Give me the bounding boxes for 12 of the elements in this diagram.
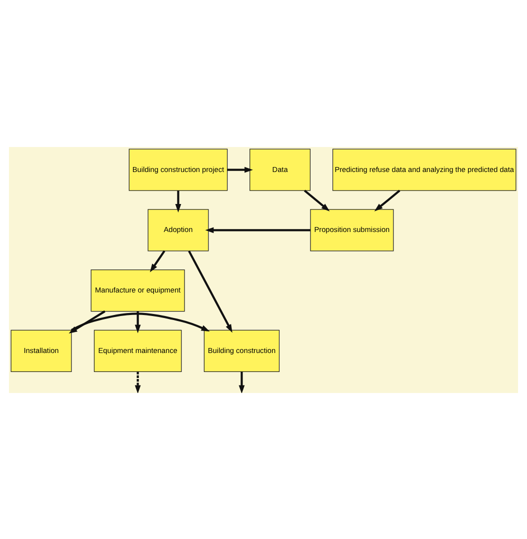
arrow	[374, 189, 400, 211]
arrow	[205, 226, 310, 233]
arrow	[70, 312, 210, 331]
arrow	[175, 190, 182, 212]
arrow	[227, 166, 253, 172]
arrow	[68, 310, 106, 333]
arrow	[134, 371, 141, 392]
arrow	[188, 250, 232, 332]
arrow	[134, 310, 141, 333]
arrow	[304, 189, 330, 211]
arrow	[150, 250, 166, 272]
arrow	[238, 371, 245, 392]
